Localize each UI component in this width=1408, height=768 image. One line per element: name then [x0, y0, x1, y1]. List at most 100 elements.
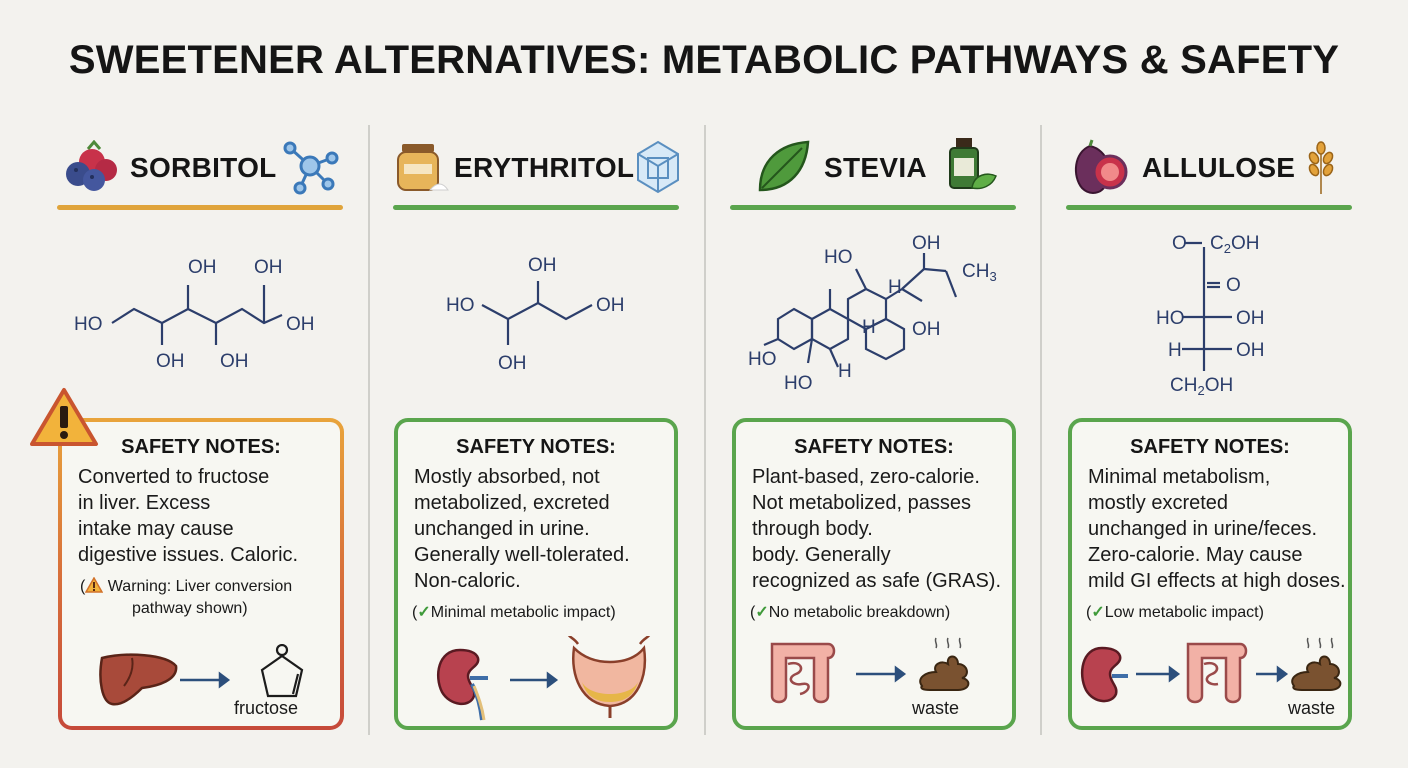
intestine-icon [1186, 642, 1248, 704]
arrow-icon [180, 671, 231, 689]
atom-label: HO [446, 295, 475, 316]
safety-note: (✓No metabolic breakdown) [750, 604, 951, 621]
safety-line: Zero-calorie. May cause [1088, 544, 1303, 566]
page-title: SWEETENER ALTERNATIVES: METABOLIC PATHWA… [68, 38, 1340, 82]
note-text: pathway shown) [132, 600, 248, 617]
atom-label: OH [286, 314, 315, 335]
atom-label: HO [74, 314, 103, 335]
chemical-structure: O C2OH O HO OH H OH CH2OH [1156, 233, 1265, 398]
safety-line: Not metabolized, passes [752, 492, 972, 514]
liver-icon [99, 653, 178, 706]
column-sorbitol: SORBITOL HO OH OH OH OH OH SAFETY [52, 0, 352, 768]
atom-label: OH [1236, 340, 1265, 361]
safety-note: ( Warning: Liver conversion pathway show… [80, 576, 340, 620]
safety-card: SAFETY NOTES: Plant-based, zero-calorie.… [732, 418, 1016, 730]
metabolic-pathway [436, 636, 651, 721]
atom-label: CH3 [962, 261, 997, 284]
column-divider [704, 125, 706, 735]
atom-label: OH [188, 257, 217, 278]
safety-note: (✓Low metabolic impact) [1086, 604, 1264, 621]
atom-label: H [1168, 340, 1182, 361]
header-rule [730, 205, 1016, 210]
chemical-structure: OH HO CH3 H H OH HO H HO [748, 233, 997, 394]
metabolic-pathway [99, 644, 304, 706]
berries-icon [66, 140, 117, 191]
atom-label: OH [156, 351, 185, 372]
safety-heading: SAFETY NOTES: [1130, 436, 1290, 458]
pathway-label: waste [1288, 698, 1336, 718]
check-icon: ✓ [417, 604, 431, 621]
atom-label: CH2OH [1170, 375, 1233, 398]
safety-heading: SAFETY NOTES: [121, 436, 281, 458]
safety-line: unchanged in urine/feces. [1088, 518, 1318, 540]
safety-line: mild GI effects at high doses. [1088, 570, 1346, 592]
atom-label: H [862, 317, 876, 338]
leaf-icon [758, 140, 810, 192]
atom-label: HO [824, 247, 853, 268]
kidney-icon [1080, 646, 1128, 703]
column-divider [368, 125, 370, 735]
column-stevia: STEVIA OH HO CH3 H H OH [726, 0, 1026, 768]
column-divider [1040, 125, 1042, 735]
jar-icon [397, 144, 449, 191]
safety-note: (✓Minimal metabolic impact) [412, 604, 616, 621]
bladder-icon [567, 636, 651, 718]
warning-icon [30, 388, 98, 446]
fig-icon [1074, 139, 1128, 194]
wheat-icon [1308, 141, 1334, 194]
safety-line: Plant-based, zero-calorie. [752, 466, 980, 488]
atom-label: OH [912, 233, 941, 254]
safety-text: Mostly absorbed, not metabolized, excret… [414, 464, 674, 594]
safety-line: mostly excreted [1088, 492, 1229, 514]
molecule-icon [283, 141, 339, 195]
safety-line: Converted to fructose [78, 466, 270, 488]
safety-line: through body. [752, 518, 873, 540]
arrow-icon [856, 665, 907, 683]
atom-label: C2OH [1210, 233, 1259, 256]
safety-line: Mostly absorbed, not [414, 466, 600, 488]
fructose-ring-icon [260, 644, 304, 698]
atom-label: OH [498, 353, 527, 374]
note-text: No metabolic breakdown) [768, 604, 951, 621]
header-rule [1066, 205, 1352, 210]
pathway-label: waste [912, 698, 960, 718]
metabolic-pathway [770, 637, 970, 704]
header-rule [393, 205, 679, 210]
safety-text: Plant-based, zero-calorie. Not metaboliz… [752, 464, 1012, 594]
safety-heading: SAFETY NOTES: [794, 436, 954, 458]
chemical-structure: OH HO OH OH [446, 255, 625, 374]
safety-line: intake may cause [78, 518, 234, 540]
pathway-label: fructose [234, 698, 299, 718]
safety-card: SAFETY NOTES: Minimal metabolism, mostly… [1068, 418, 1352, 730]
bottle-icon [949, 138, 997, 190]
safety-line: body. Generally [752, 544, 891, 566]
safety-line: Non-caloric. [414, 570, 521, 592]
atom-label: HO [748, 349, 777, 370]
arrow-icon [1136, 665, 1181, 683]
atom-label: OH [220, 351, 249, 372]
sweetener-name: ALLULOSE [1142, 152, 1296, 183]
check-icon: ✓ [755, 604, 769, 621]
atom-label: OH [1236, 308, 1265, 329]
header-rule [57, 205, 343, 210]
intestine-icon [770, 642, 836, 704]
atom-label: O [1226, 275, 1241, 296]
arrow-icon [510, 671, 559, 689]
safety-text: Converted to fructose in liver. Excess i… [78, 464, 338, 568]
safety-heading: SAFETY NOTES: [456, 436, 616, 458]
atom-label: O [1172, 233, 1187, 254]
safety-line: metabolized, excreted [414, 492, 610, 514]
note-paren: ( [80, 578, 86, 595]
waste-icon [1291, 637, 1342, 691]
safety-line: Generally well-tolerated. [414, 544, 630, 566]
sweetener-name: ERYTHRITOL [454, 152, 635, 183]
safety-line: unchanged in urine. [414, 518, 590, 540]
crystal-icon [637, 140, 679, 194]
atom-label: H [888, 277, 902, 298]
warning-icon [85, 576, 104, 593]
arrow-icon [1256, 665, 1289, 683]
safety-line: Minimal metabolism, [1088, 466, 1271, 488]
atom-label: OH [254, 257, 283, 278]
note-text: Warning: Liver conversion [107, 578, 293, 595]
atom-label: H [838, 361, 852, 382]
